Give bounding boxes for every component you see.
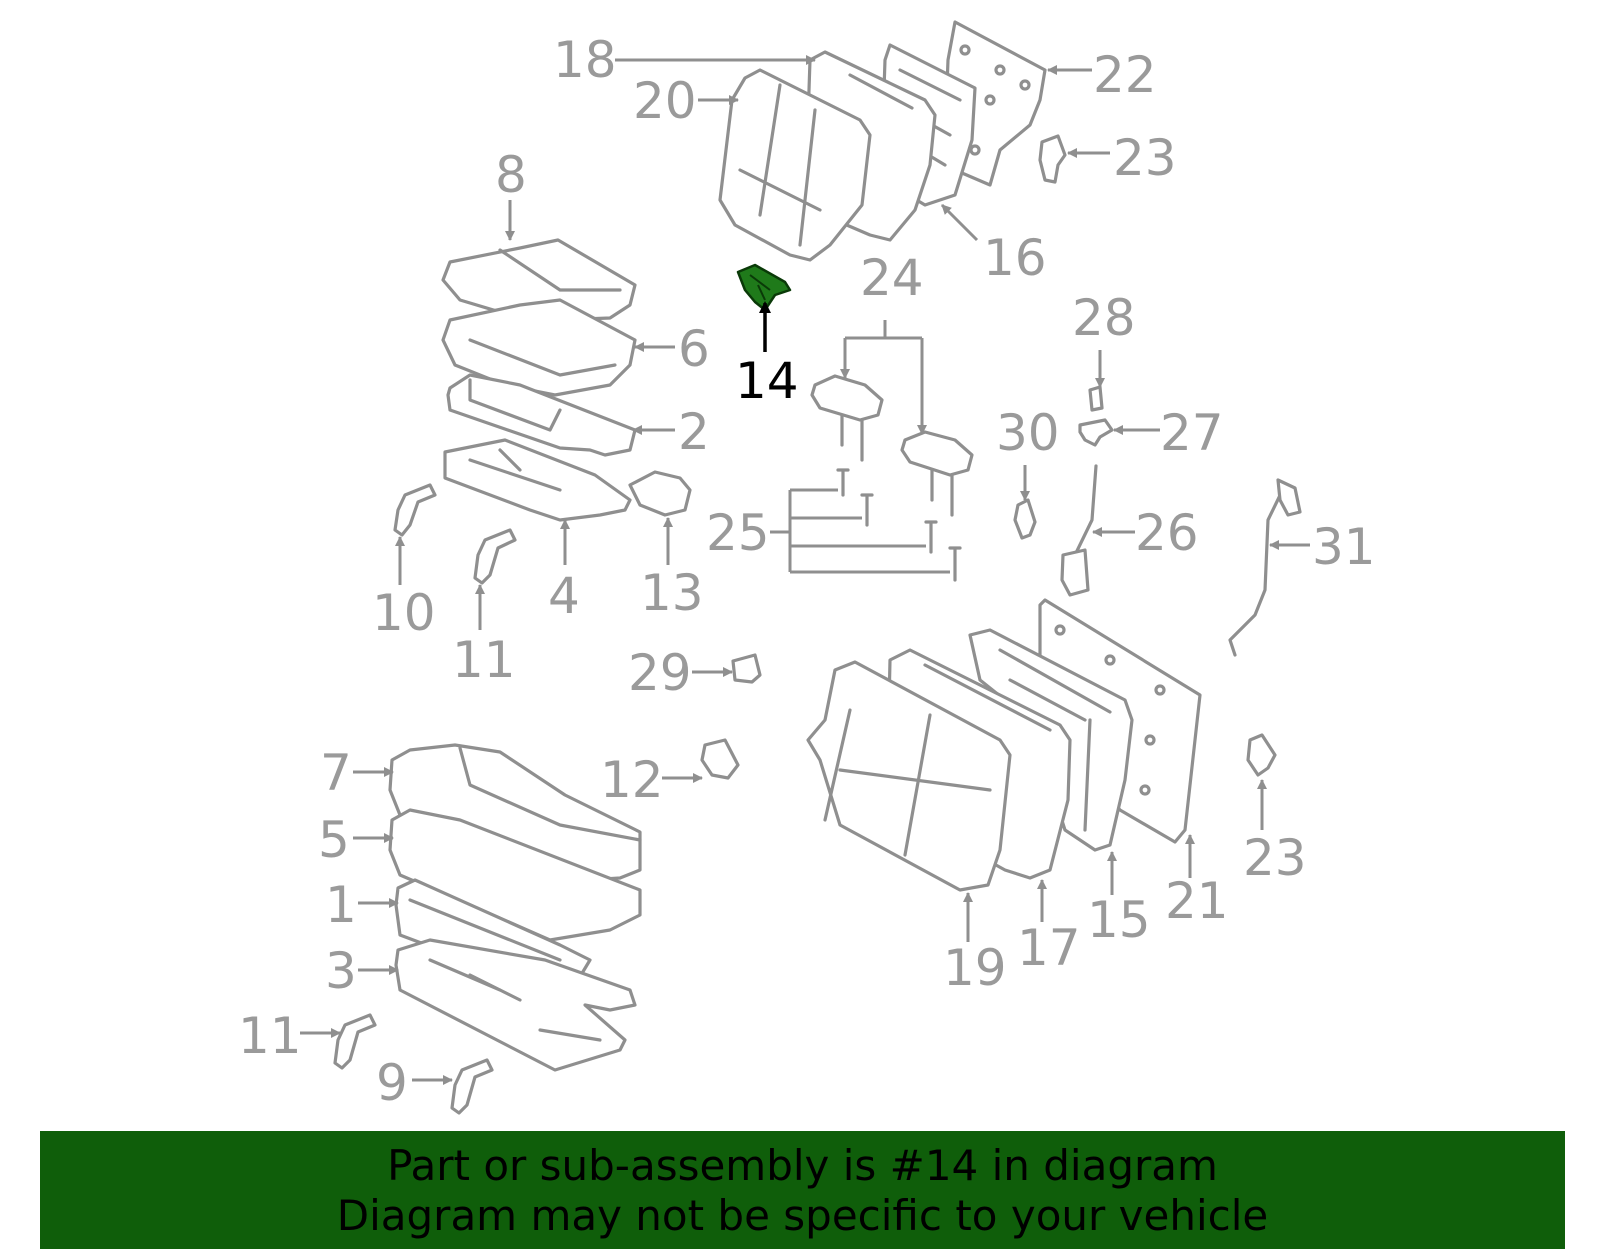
cushion-base-4 (443, 438, 632, 522)
bracket-13 (628, 470, 692, 517)
cushion-cover-8 (441, 238, 637, 322)
clip-12 (700, 738, 740, 780)
clip-27 (1078, 418, 1114, 447)
headrest-24-left (810, 374, 884, 462)
cushion-frame-2 (446, 373, 637, 457)
cap-28 (1088, 385, 1104, 412)
callout-23-bottom[interactable]: 23 (1243, 829, 1307, 887)
callout-12[interactable]: 12 (600, 751, 664, 809)
callout-31[interactable]: 31 (1312, 518, 1376, 576)
callout-10[interactable]: 10 (372, 584, 436, 642)
banner-line-disclaimer: Diagram may not be specific to your vehi… (336, 1191, 1269, 1240)
seatback-cover-20 (718, 68, 872, 262)
clip-29 (731, 653, 762, 684)
callout-20[interactable]: 20 (633, 72, 697, 130)
banner-line-part: Part or sub-assembly is #14 in diagram (387, 1141, 1218, 1190)
callout-7[interactable]: 7 (320, 744, 352, 802)
callout-3[interactable]: 3 (325, 942, 357, 1000)
hook-10 (393, 483, 437, 537)
clip-23-bottom (1246, 733, 1277, 777)
headrest-24-right (900, 430, 974, 517)
callout-19[interactable]: 19 (943, 939, 1007, 997)
clip-23-top (1038, 134, 1067, 184)
belt-31 (1228, 478, 1302, 657)
callout-30[interactable]: 30 (996, 404, 1060, 462)
highlighted-part-14[interactable] (736, 263, 792, 312)
callout-22[interactable]: 22 (1093, 46, 1157, 104)
callout-17[interactable]: 17 (1017, 919, 1081, 977)
callout-29[interactable]: 29 (628, 644, 692, 702)
callout-16[interactable]: 16 (983, 229, 1047, 287)
hook-9 (450, 1058, 494, 1115)
callout-1[interactable]: 1 (325, 876, 357, 934)
callout-11-lower[interactable]: 11 (238, 1007, 302, 1065)
seatback-cover-19 (806, 660, 1012, 892)
guide-25 (836, 468, 962, 582)
callout-23-top[interactable]: 23 (1113, 129, 1177, 187)
callout-9[interactable]: 9 (376, 1054, 408, 1112)
callout-14[interactable]: 14 (735, 352, 799, 410)
callout-28[interactable]: 28 (1072, 289, 1136, 347)
callout-13[interactable]: 13 (640, 564, 704, 622)
cushion-pad-6 (441, 298, 637, 397)
callout-8[interactable]: 8 (495, 146, 527, 204)
callout-6[interactable]: 6 (678, 320, 710, 378)
callout-25[interactable]: 25 (706, 504, 770, 562)
cushion-pad-5 (388, 808, 642, 942)
callout-4[interactable]: 4 (548, 567, 580, 625)
callout-21[interactable]: 21 (1165, 872, 1229, 930)
hook-11-upper (473, 528, 517, 585)
callout-24[interactable]: 24 (860, 249, 924, 307)
callout-18[interactable]: 18 (553, 31, 617, 89)
callout-15[interactable]: 15 (1087, 891, 1151, 949)
clip-30 (1013, 498, 1037, 540)
hook-11-lower (333, 1013, 377, 1070)
info-banner: Part or sub-assembly is #14 in diagram D… (40, 1131, 1565, 1249)
callout-2[interactable]: 2 (678, 403, 710, 461)
callout-5[interactable]: 5 (318, 811, 350, 869)
cushion-base-3 (394, 938, 637, 1072)
callout-11-upper[interactable]: 11 (452, 631, 516, 689)
leader-lines (300, 55, 1310, 1085)
cable-26 (1060, 464, 1098, 597)
callout-27[interactable]: 27 (1160, 404, 1224, 462)
callout-26[interactable]: 26 (1135, 504, 1199, 562)
